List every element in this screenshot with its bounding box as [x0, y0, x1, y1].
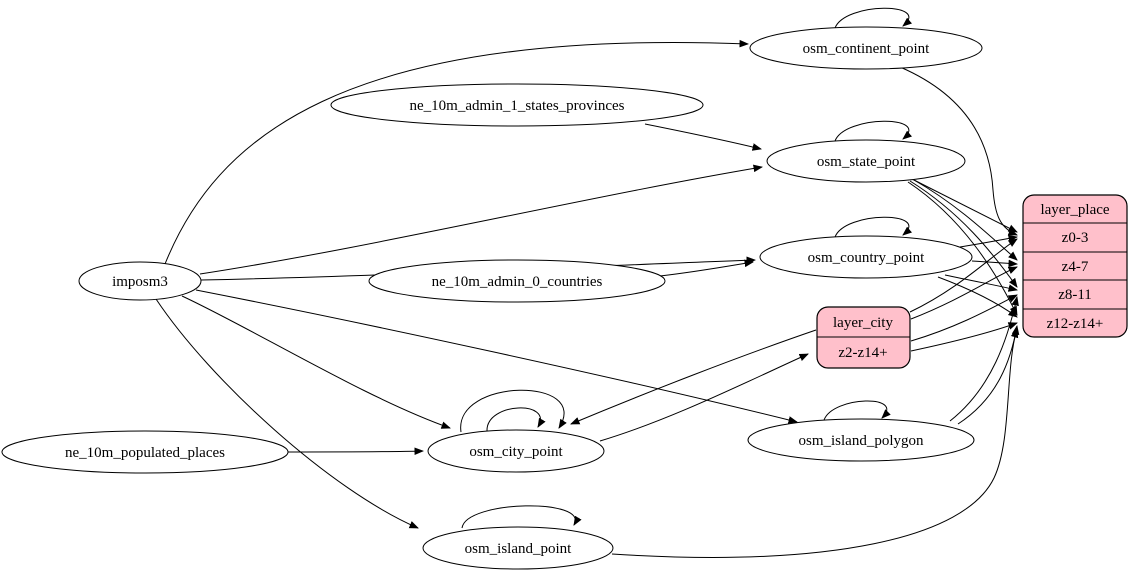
- edge-osm_city_point-layer_city-z2-z14: [599, 353, 809, 442]
- node-osm_continent_point: osm_continent_point: [749, 26, 983, 70]
- self-loop-osm_country_point: [834, 216, 912, 238]
- self-loop-osm_island_point: [461, 505, 582, 529]
- node-ne_10m_admin_0_countries: ne_10m_admin_0_countries: [368, 259, 666, 303]
- edge-layer_city-layer_place-z4-7: [910, 266, 1018, 320]
- edges: [155, 7, 1020, 558]
- record-layer_city-title: layer_city: [833, 315, 893, 331]
- node-osm_island_polygon-label: osm_island_polygon: [798, 433, 924, 449]
- edge-layer_city-layer_place-z12-z14: [910, 322, 1018, 352]
- node-osm_island_point-shape: [422, 526, 614, 570]
- edge-osm_state_point-layer_place-z8-11: [909, 180, 1018, 288]
- record-layer_place-title: layer_place: [1040, 202, 1109, 218]
- edge-imposm3-osm_continent_point: [164, 39, 749, 265]
- self-loop-osm_continent_point: [834, 7, 912, 29]
- node-ne_10m_populated_places: ne_10m_populated_places: [1, 430, 289, 474]
- node-ne_10m_admin_1_states_provinces-shape: [330, 83, 704, 127]
- record-layer_city-row-z2-z14: z2-z14+: [838, 345, 887, 361]
- node-ne_10m_populated_places-label: ne_10m_populated_places: [65, 445, 225, 461]
- edge-layer_city-layer_place-z8-11: [910, 294, 1018, 342]
- record-layer_place-row-z0-3: z0-3: [1062, 230, 1089, 246]
- node-osm_state_point: osm_state_point: [766, 139, 966, 183]
- node-osm_island_point: osm_island_point: [422, 526, 614, 570]
- record-layer_place: layer_place z0-3 z4-7 z8-11 z12-z14+: [1022, 194, 1128, 338]
- node-osm_city_point: osm_city_point: [427, 429, 605, 473]
- edge-imposm3-osm_island_point: [155, 298, 419, 529]
- node-osm_continent_point-label: osm_continent_point: [803, 41, 930, 57]
- record-layer_place-row-z8-11: z8-11: [1058, 287, 1092, 303]
- self-loop-osm_state_point: [834, 120, 912, 142]
- edge-osm_state_point-layer_place-z4-7: [913, 179, 1018, 261]
- edge-osm_country_point-layer_place-z8-11: [944, 274, 1018, 292]
- self-loop-osm_island_polygon: [823, 400, 891, 421]
- node-ne_10m_admin_1_states_provinces-label: ne_10m_admin_1_states_provinces: [410, 98, 625, 114]
- record-layer_place-row-z4-7: z4-7: [1062, 259, 1089, 275]
- node-osm_country_point-label: osm_country_point: [808, 250, 925, 266]
- edge-osm_country_point-layer_place-z4-7: [971, 259, 1018, 268]
- edge-osm_island_point-layer_place-z12-z14: [611, 328, 1019, 558]
- edge-osm_state_point-layer_place-z0-3: [911, 178, 1018, 233]
- edge-layer_city-osm_city_point: [570, 329, 817, 425]
- edge-imposm3-osm_city_point: [181, 295, 451, 429]
- edge-osm_country_point-layer_place-z0-3: [959, 234, 1018, 248]
- edge-osm_island_polygon-layer_place-z12-z14: [957, 325, 1020, 425]
- edge-ne_10m_admin_1_states_provinces-osm_state_point: [644, 123, 762, 151]
- record-layer_place-box: [1022, 194, 1128, 338]
- record-layer_place-row-z12-z14: z12-z14+: [1047, 316, 1104, 332]
- node-ne_10m_admin_0_countries-shape: [368, 259, 666, 303]
- node-osm_city_point-shape: [427, 429, 605, 473]
- node-ne_10m_admin_1_states_provinces: ne_10m_admin_1_states_provinces: [330, 83, 704, 127]
- node-ne_10m_admin_0_countries-label: ne_10m_admin_0_countries: [432, 274, 603, 290]
- record-layer_city: layer_city z2-z14+: [816, 306, 911, 369]
- edge-osm_continent_point-layer_place-z0-3: [899, 66, 1018, 236]
- node-imposm3-label: imposm3: [112, 274, 168, 290]
- edge-layer_city-layer_place-z0-3: [909, 238, 1018, 313]
- node-osm_city_point-label: osm_city_point: [469, 444, 563, 460]
- node-osm_country_point-shape: [759, 235, 973, 279]
- edge-imposm3-osm_island_polygon: [195, 289, 798, 424]
- edge-imposm3-osm_state_point: [199, 164, 763, 275]
- edge-ne_10m_admin_0_countries-osm_country_point: [659, 259, 754, 277]
- node-osm_island_point-label: osm_island_point: [465, 541, 573, 557]
- node-osm_country_point: osm_country_point: [759, 235, 973, 279]
- self-loop-osm_city_point-inner: [486, 407, 546, 432]
- node-osm_state_point-label: osm_state_point: [817, 154, 916, 170]
- node-osm_island_polygon-shape: [747, 418, 975, 462]
- edge-osm_country_point-layer_place-z12-z14: [937, 276, 1018, 318]
- self-loop-osm_city_point-outer: [460, 389, 567, 433]
- node-osm_island_polygon: osm_island_polygon: [747, 418, 975, 462]
- edge-ne_10m_populated_places-osm_city_point: [287, 447, 424, 456]
- node-osm_state_point-shape: [766, 139, 966, 183]
- node-imposm3: imposm3: [78, 261, 202, 301]
- node-osm_continent_point-shape: [749, 26, 983, 70]
- edge-osm_island_polygon-layer_place-z8-11: [949, 296, 1019, 422]
- node-ne_10m_populated_places-shape: [1, 430, 289, 474]
- node-imposm3-shape: [78, 261, 202, 301]
